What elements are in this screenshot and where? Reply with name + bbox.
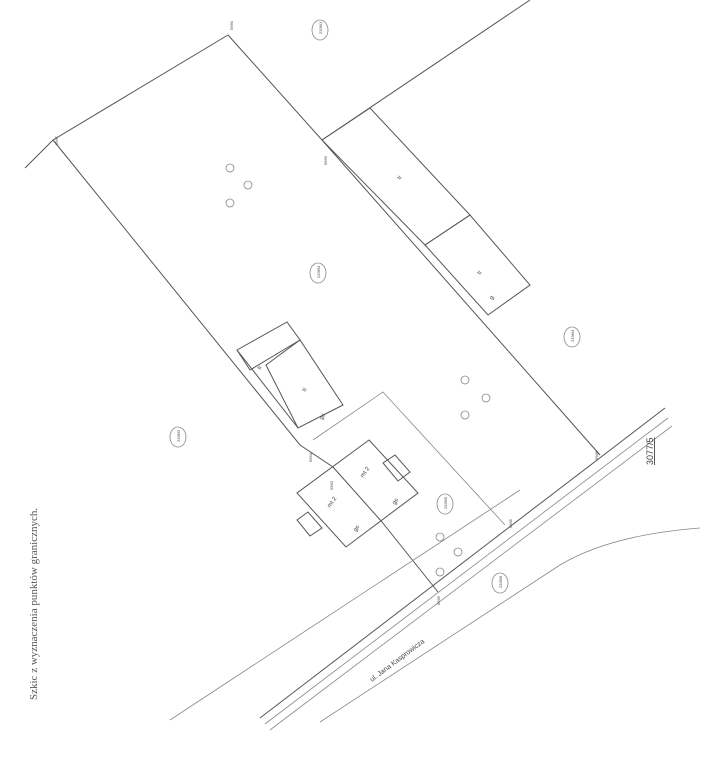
building-label: ti	[397, 175, 404, 181]
boundary-south	[381, 521, 439, 593]
road-edge	[169, 489, 521, 721]
building-label: g	[489, 295, 496, 301]
road-edge	[269, 425, 673, 731]
house-annex	[296, 511, 323, 537]
building-label: ti	[257, 365, 264, 371]
house-annex	[382, 454, 411, 482]
building-label: ti	[302, 387, 309, 393]
tree-symbols	[225, 163, 491, 577]
house-division	[332, 466, 383, 523]
parcel-markers	[169, 19, 581, 594]
building-label: mt 2	[360, 466, 372, 480]
building-label: mt 2	[327, 496, 339, 510]
road-curve	[319, 527, 701, 723]
parcel-label: 2336/6	[498, 575, 503, 588]
point-label: 5964	[308, 452, 313, 462]
parcel-label: 2336/5	[443, 496, 448, 509]
parcel-label: 2336/4	[570, 329, 575, 342]
point-label: 5959	[323, 155, 328, 165]
parcel-label: 2336/3	[316, 265, 321, 278]
road-edge	[259, 407, 666, 719]
parcel-label: 2336/1	[318, 21, 323, 34]
street-name: ul. Jana Kasprowicza	[369, 638, 426, 683]
building-label: gs	[353, 525, 362, 534]
yard-outline	[312, 391, 506, 526]
building-label: gs	[319, 413, 328, 422]
point-label: 5960	[229, 20, 234, 30]
boundary-west	[52, 139, 334, 468]
boundary-north-east	[227, 34, 601, 456]
house	[296, 439, 419, 548]
road-edge	[264, 417, 669, 725]
point-label: 5963	[329, 480, 334, 490]
parcel-label: 2336/2	[176, 429, 181, 442]
building-label: ti	[477, 270, 484, 276]
point-label: 5967	[54, 135, 59, 145]
outbuilding-edge	[236, 349, 299, 429]
neighbour-building	[424, 214, 531, 316]
sketch-caption: Szkic z wyznaczenia punktów granicznych.	[28, 507, 40, 700]
building-label: gs	[392, 498, 401, 507]
point-label: 5985	[508, 518, 513, 528]
point-label: 5988	[594, 450, 599, 460]
point-label: 5966	[436, 595, 441, 605]
outbuilding	[265, 339, 344, 429]
parcel-label-road: 3077/5	[645, 437, 655, 465]
boundary-north-west	[24, 34, 229, 169]
